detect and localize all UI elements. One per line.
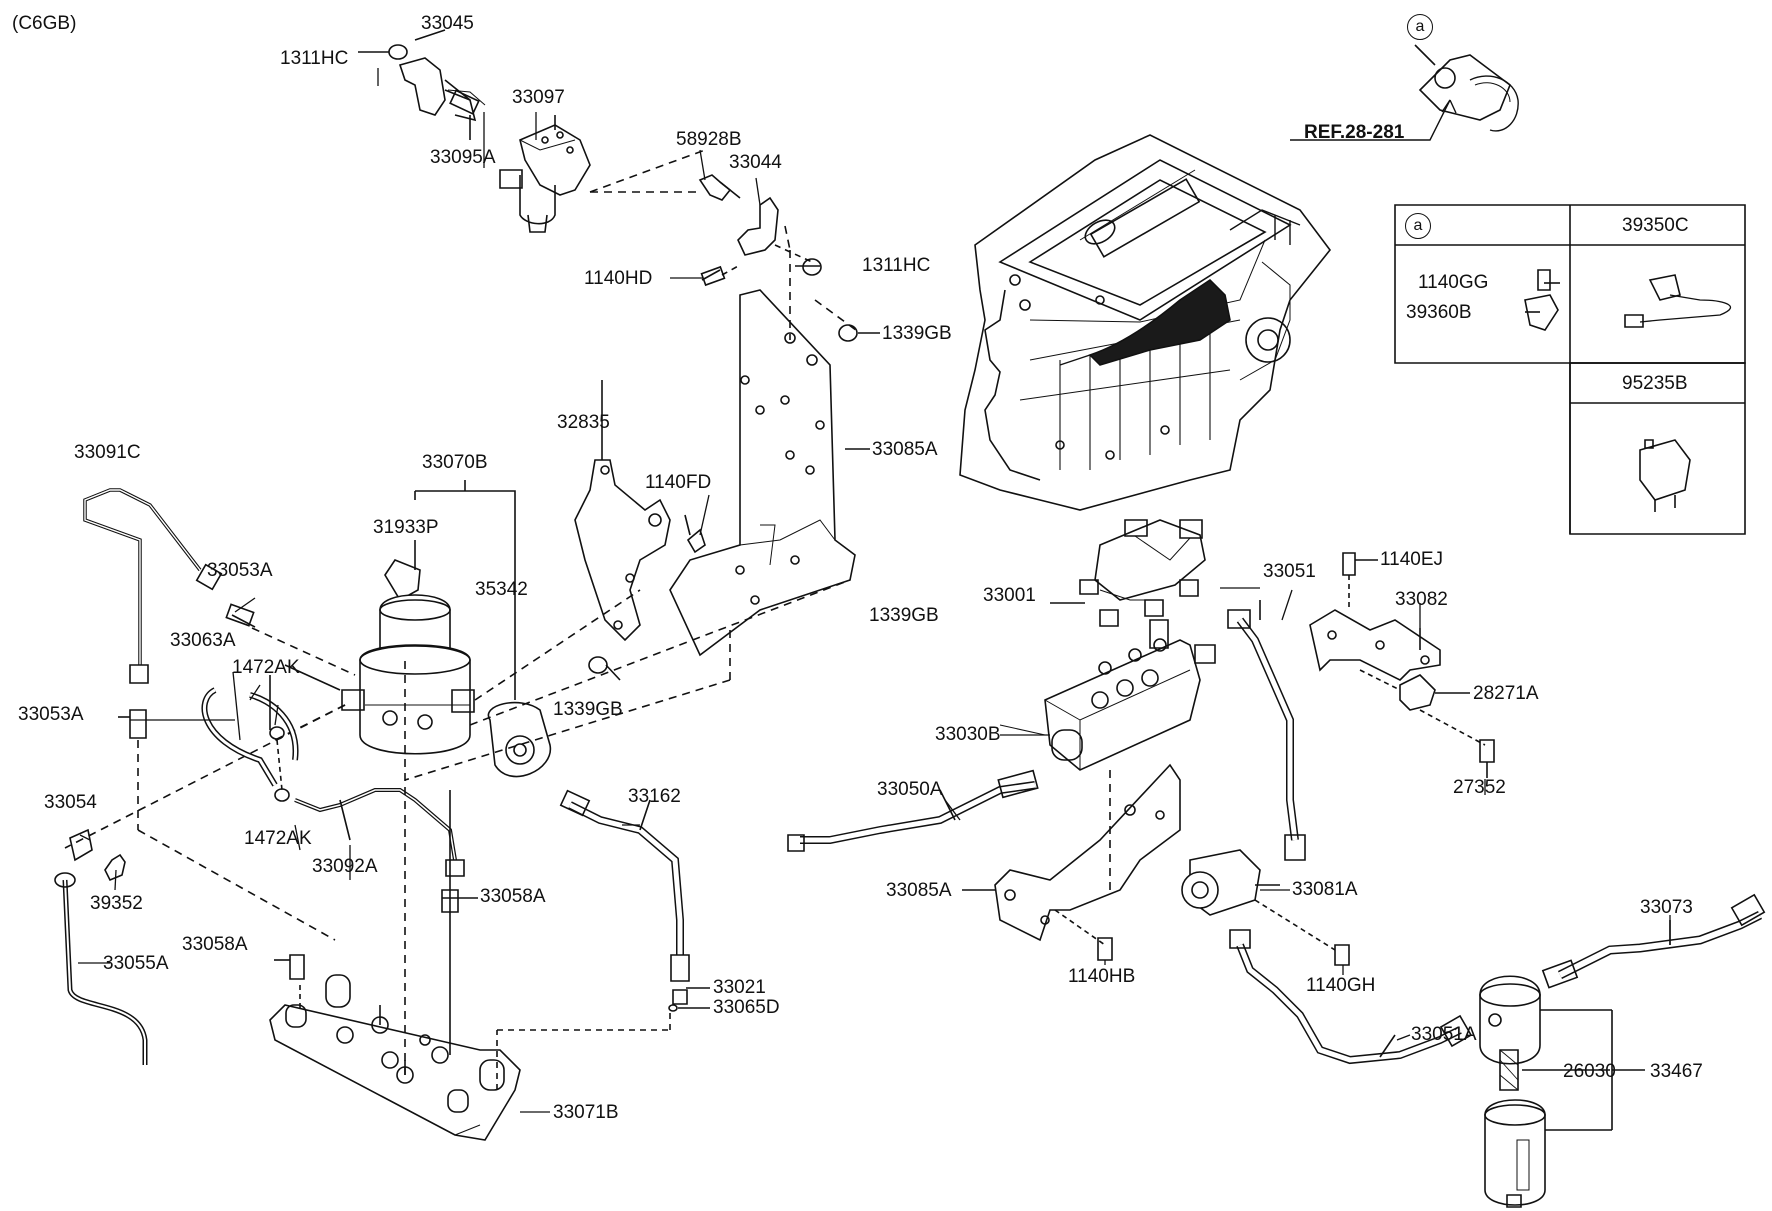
reference-circle-a: a [1407, 14, 1433, 40]
legend-table-frame [1395, 205, 1745, 534]
hose-33162-drawing [561, 791, 710, 1011]
part-label-33082[interactable]: 33082 [1395, 589, 1448, 610]
engine-block-drawing [960, 135, 1330, 510]
legend-circle-a: a [1405, 213, 1431, 239]
leader-lines [78, 68, 1670, 1112]
part-label-32835[interactable]: 32835 [557, 412, 610, 433]
part-label-33162[interactable]: 33162 [628, 786, 681, 807]
part-label-33091C[interactable]: 33091C [74, 442, 141, 463]
part-label-1339GB-b[interactable]: 1339GB [869, 605, 939, 626]
part-label-33058A-b[interactable]: 33058A [182, 934, 248, 955]
part-label-28271A[interactable]: 28271A [1473, 683, 1539, 704]
part-label-33051[interactable]: 33051 [1263, 561, 1316, 582]
part-label-33055A[interactable]: 33055A [103, 953, 169, 974]
part-label-33050A[interactable]: 33050A [877, 779, 943, 800]
reference-link[interactable]: REF.28-281 [1304, 122, 1405, 143]
part-label-1140HB[interactable]: 1140HB [1068, 966, 1136, 987]
part-label-33030B[interactable]: 33030B [935, 724, 1001, 745]
bracket-33082-drawing [1310, 553, 1494, 778]
part-label-33065D[interactable]: 33065D [713, 997, 780, 1018]
part-label-33081A[interactable]: 33081A [1292, 879, 1358, 900]
part-label-33001[interactable]: 33001 [983, 585, 1036, 606]
part-label-33053A-b[interactable]: 33053A [18, 704, 84, 725]
part-label-33071B[interactable]: 33071B [553, 1102, 619, 1123]
part-label-1140GH[interactable]: 1140GH [1306, 975, 1376, 996]
hose-33051-drawing [1228, 600, 1305, 860]
filter-33467-drawing [1480, 895, 1764, 1207]
legend-part-39360B[interactable]: 39360B [1406, 302, 1472, 323]
part-label-33095A[interactable]: 33095A [430, 147, 496, 168]
part-label-33097[interactable]: 33097 [512, 87, 565, 108]
reference-part-drawing [1290, 45, 1518, 140]
fuel-filter-33070B-drawing [65, 480, 850, 848]
part-label-33054[interactable]: 33054 [44, 792, 97, 813]
part-label-1339GB-c[interactable]: 1339GB [553, 699, 623, 720]
legend-header-39350C[interactable]: 39350C [1622, 215, 1689, 236]
legend-header-95235B[interactable]: 95235B [1622, 373, 1688, 394]
part-label-1472AK-b[interactable]: 1472AK [244, 828, 312, 849]
part-label-1140HD[interactable]: 1140HD [584, 268, 653, 289]
part-label-1140FD[interactable]: 1140FD [645, 472, 712, 493]
part-label-33044[interactable]: 33044 [729, 152, 782, 173]
injection-block-33030B-drawing [1000, 520, 1215, 770]
model-code: (C6GB) [12, 13, 77, 34]
part-label-1140EJ[interactable]: 1140EJ [1380, 549, 1444, 570]
part-label-35342[interactable]: 35342 [475, 579, 528, 600]
legend-part-1140GG[interactable]: 1140GG [1418, 272, 1489, 293]
bracket-32835-drawing [575, 380, 705, 680]
part-label-1311HC[interactable]: 1311HC [280, 48, 349, 69]
part-label-33085A[interactable]: 33085A [872, 439, 938, 460]
part-label-58928B[interactable]: 58928B [676, 129, 742, 150]
part-label-1339GB[interactable]: 1339GB [882, 323, 952, 344]
part-label-33045[interactable]: 33045 [421, 13, 474, 34]
part-label-26030[interactable]: 26030 [1563, 1061, 1616, 1082]
part-label-33021[interactable]: 33021 [713, 977, 766, 998]
part-label-33467[interactable]: 33467 [1650, 1061, 1703, 1082]
part-label-33063A[interactable]: 33063A [170, 630, 236, 651]
part-label-33073[interactable]: 33073 [1640, 897, 1693, 918]
part-label-39352[interactable]: 39352 [90, 893, 143, 914]
part-label-33053A[interactable]: 33053A [207, 560, 273, 581]
part-label-33070B[interactable]: 33070B [422, 452, 488, 473]
fitting-bracket-33044 [590, 150, 821, 285]
part-label-33085A-b[interactable]: 33085A [886, 880, 952, 901]
pipes-left-drawing [55, 490, 464, 1065]
part-label-33051A[interactable]: 33051A [1411, 1024, 1477, 1045]
hose-33050A-drawing [788, 771, 1038, 851]
part-label-33058A[interactable]: 33058A [480, 886, 546, 907]
base-plate-33071B-drawing [270, 630, 730, 1140]
pressure-regulator-assembly [358, 30, 590, 232]
part-label-1311HC-b[interactable]: 1311HC [862, 255, 931, 276]
bracket-33085A-drawing [670, 226, 880, 655]
part-label-27352[interactable]: 27352 [1453, 777, 1506, 798]
part-label-33092A[interactable]: 33092A [312, 856, 378, 877]
part-label-31933P[interactable]: 31933P [373, 517, 439, 538]
valve-33081A-drawing [1182, 850, 1471, 1060]
part-label-1472AK[interactable]: 1472AK [232, 657, 300, 678]
